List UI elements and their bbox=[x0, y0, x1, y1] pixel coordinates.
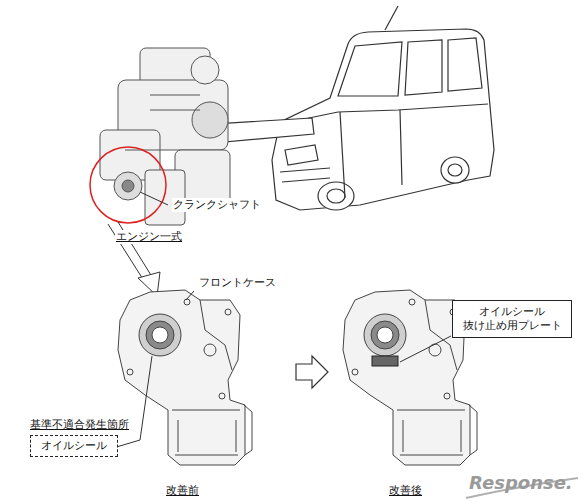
part-label: エンジン一式 bbox=[115, 230, 183, 244]
part-label: オイルシール bbox=[30, 435, 118, 457]
leader-line bbox=[113, 356, 152, 448]
part-label: オイルシール 抜け止め用プレート bbox=[463, 305, 562, 332]
defect-callout: 基準不適合発生箇所オイルシール bbox=[30, 418, 129, 457]
leader-line bbox=[140, 192, 168, 205]
callout-heading: 基準不適合発生箇所 bbox=[30, 418, 129, 432]
caption-label: 改善後 bbox=[388, 484, 423, 498]
front-case-before bbox=[118, 290, 252, 465]
part-label: クランクシャフト bbox=[172, 198, 262, 212]
highlight-circle bbox=[90, 147, 166, 223]
retainer-plate bbox=[372, 356, 398, 366]
leader-line bbox=[186, 291, 194, 300]
part-label: フロントケース bbox=[198, 276, 277, 290]
watermark: Response. bbox=[468, 472, 574, 495]
caption-label: 改善前 bbox=[165, 484, 200, 498]
improvement-box: オイルシール 抜け止め用プレート bbox=[452, 300, 572, 338]
hollow-arrow bbox=[296, 356, 328, 388]
leader-line bbox=[400, 336, 451, 362]
car-drawing bbox=[272, 6, 494, 210]
